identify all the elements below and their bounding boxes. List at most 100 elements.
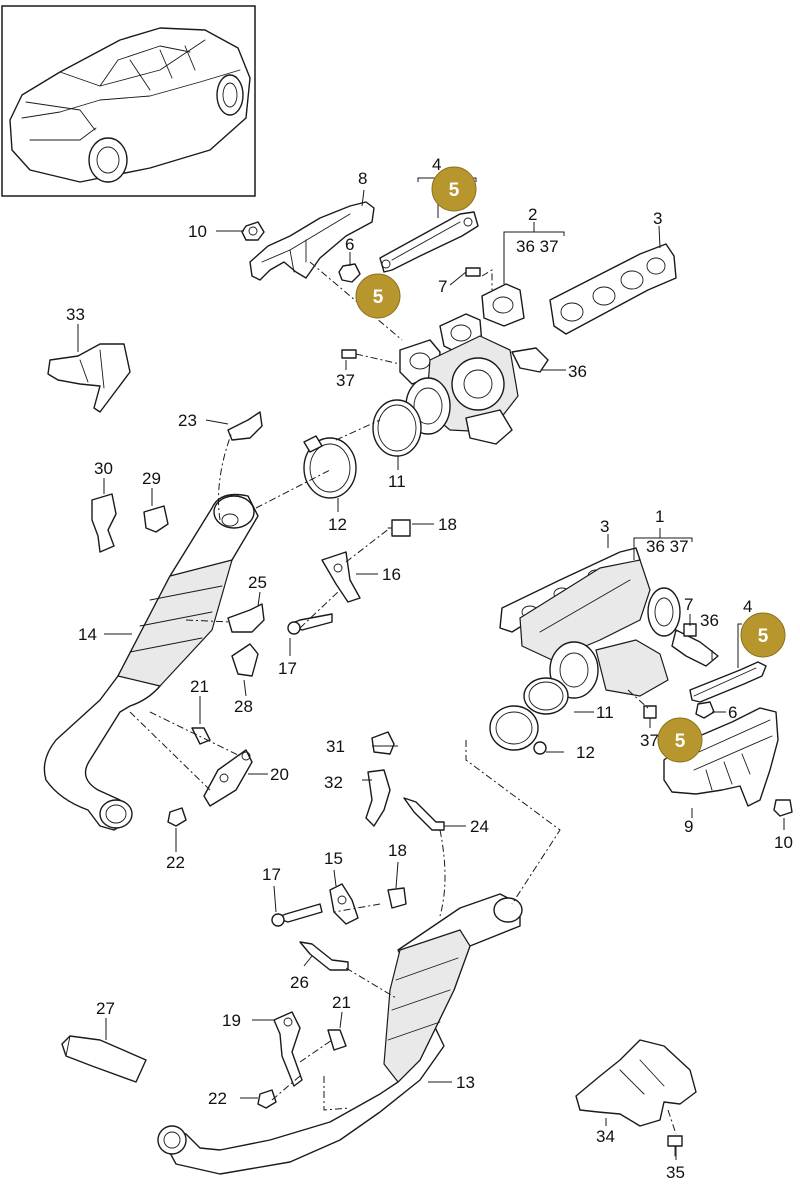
callout-21: 21 bbox=[332, 993, 351, 1012]
exhaust-manifold-gasket-upper bbox=[549, 243, 677, 335]
clip-32 bbox=[365, 769, 391, 827]
bolt-35 bbox=[667, 1135, 683, 1157]
callout-13: 13 bbox=[456, 1073, 475, 1092]
v-band-clamp-upper bbox=[303, 435, 357, 499]
bolt-17-lower bbox=[271, 903, 323, 927]
callout-18: 18 bbox=[438, 515, 457, 534]
callout-6: 6 bbox=[728, 703, 737, 722]
callout-31: 31 bbox=[326, 737, 345, 756]
nut-10-lower bbox=[773, 799, 793, 817]
callout-30: 30 bbox=[94, 459, 113, 478]
callout-33: 33 bbox=[66, 305, 85, 324]
bracket-16 bbox=[321, 551, 361, 603]
callout-4: 4 bbox=[432, 155, 441, 174]
badge-5-a: 5 bbox=[431, 166, 477, 212]
callout-29: 29 bbox=[142, 469, 161, 488]
callout-20: 20 bbox=[270, 765, 289, 784]
nut-22-upper bbox=[167, 807, 187, 827]
turbo-bracket-lower bbox=[689, 661, 767, 703]
callout-18: 18 bbox=[388, 841, 407, 860]
sensor-25 bbox=[227, 603, 265, 633]
stud-7-lower bbox=[683, 623, 697, 637]
callout-17: 17 bbox=[262, 865, 281, 884]
callout-11: 11 bbox=[388, 472, 406, 491]
v-band-clamp-lower bbox=[489, 705, 547, 755]
leader-lines bbox=[77, 177, 785, 1160]
callout-36: 36 bbox=[568, 362, 587, 381]
callout-34: 34 bbox=[596, 1127, 615, 1146]
bolt-17-upper bbox=[287, 613, 333, 635]
heat-shield-upper bbox=[249, 201, 375, 281]
catalytic-pipe-upper bbox=[43, 493, 259, 831]
nut-6-lower bbox=[695, 701, 715, 719]
bracket-19 bbox=[273, 1011, 303, 1087]
callout-26: 26 bbox=[290, 973, 309, 992]
callout-3: 3 bbox=[653, 209, 662, 228]
callout-labels: 1 2 3 3 4 4 6 6 7 7 8 9 10 10 11 11 12 1… bbox=[66, 155, 793, 1182]
bracket-15 bbox=[329, 883, 359, 925]
turbocharger-upper bbox=[399, 283, 549, 445]
sensor-23 bbox=[227, 411, 263, 441]
sealant-tube-27 bbox=[61, 1035, 147, 1083]
badge-5-c: 5 bbox=[740, 612, 786, 658]
bolt-37-upper bbox=[341, 349, 357, 359]
callout-8: 8 bbox=[358, 169, 367, 188]
callout-16: 16 bbox=[382, 565, 401, 584]
callout-3: 3 bbox=[600, 517, 609, 536]
catalytic-pipe-lower bbox=[157, 893, 523, 1175]
bracket-33 bbox=[47, 343, 131, 413]
bolt-37-lower bbox=[643, 705, 657, 719]
badge-5-b: 5 bbox=[355, 273, 401, 319]
callout-2: 2 bbox=[528, 205, 537, 224]
callout-36-37: 36 37 bbox=[516, 237, 559, 256]
heat-shield-lower bbox=[663, 707, 779, 807]
callout-15: 15 bbox=[324, 849, 343, 868]
callout-9: 9 bbox=[684, 817, 693, 836]
callout-32: 32 bbox=[324, 773, 343, 792]
turbocharger-lower bbox=[519, 559, 719, 699]
badge-label: 5 bbox=[758, 626, 769, 647]
callout-6: 6 bbox=[345, 235, 354, 254]
nut-10-upper bbox=[241, 221, 265, 241]
nut-6-upper bbox=[338, 263, 361, 283]
callout-23: 23 bbox=[178, 411, 197, 430]
callout-17: 17 bbox=[278, 659, 297, 678]
callout-25: 25 bbox=[248, 573, 267, 592]
bracket-28 bbox=[231, 643, 259, 677]
badge-5-d: 5 bbox=[657, 717, 703, 763]
callout-36: 36 bbox=[700, 611, 719, 630]
callout-12: 12 bbox=[328, 515, 347, 534]
callout-22: 22 bbox=[166, 853, 185, 872]
nut-22-lower bbox=[257, 1089, 277, 1109]
callout-14: 14 bbox=[78, 625, 97, 644]
bolt-18-upper bbox=[387, 519, 411, 537]
assembly-lines bbox=[129, 261, 677, 1135]
turbo-bracket-upper bbox=[379, 211, 479, 273]
bolt-21-lower bbox=[327, 1029, 347, 1051]
seal-ring-upper bbox=[372, 399, 422, 457]
bolt-18-lower bbox=[387, 887, 407, 909]
callout-7: 7 bbox=[684, 595, 693, 614]
callout-10: 10 bbox=[774, 833, 793, 852]
badge-label: 5 bbox=[675, 731, 686, 752]
clip-29 bbox=[143, 505, 169, 533]
callout-28: 28 bbox=[234, 697, 253, 716]
bolt-21-upper bbox=[191, 727, 211, 745]
badge-label: 5 bbox=[373, 287, 384, 308]
callout-21: 21 bbox=[190, 677, 209, 696]
car-thumbnail bbox=[1, 5, 256, 197]
callout-19: 19 bbox=[222, 1011, 241, 1030]
bracket-20 bbox=[203, 749, 253, 807]
clip-31 bbox=[371, 731, 395, 755]
callout-1: 1 bbox=[655, 507, 664, 526]
callout-22: 22 bbox=[208, 1089, 227, 1108]
clip-30 bbox=[91, 493, 117, 553]
stud-7-upper bbox=[465, 267, 481, 277]
callout-12: 12 bbox=[576, 743, 595, 762]
callout-37: 37 bbox=[336, 371, 355, 390]
callout-10: 10 bbox=[188, 222, 207, 241]
callout-24: 24 bbox=[470, 817, 489, 836]
callout-4: 4 bbox=[743, 597, 752, 616]
callout-7: 7 bbox=[438, 277, 447, 296]
